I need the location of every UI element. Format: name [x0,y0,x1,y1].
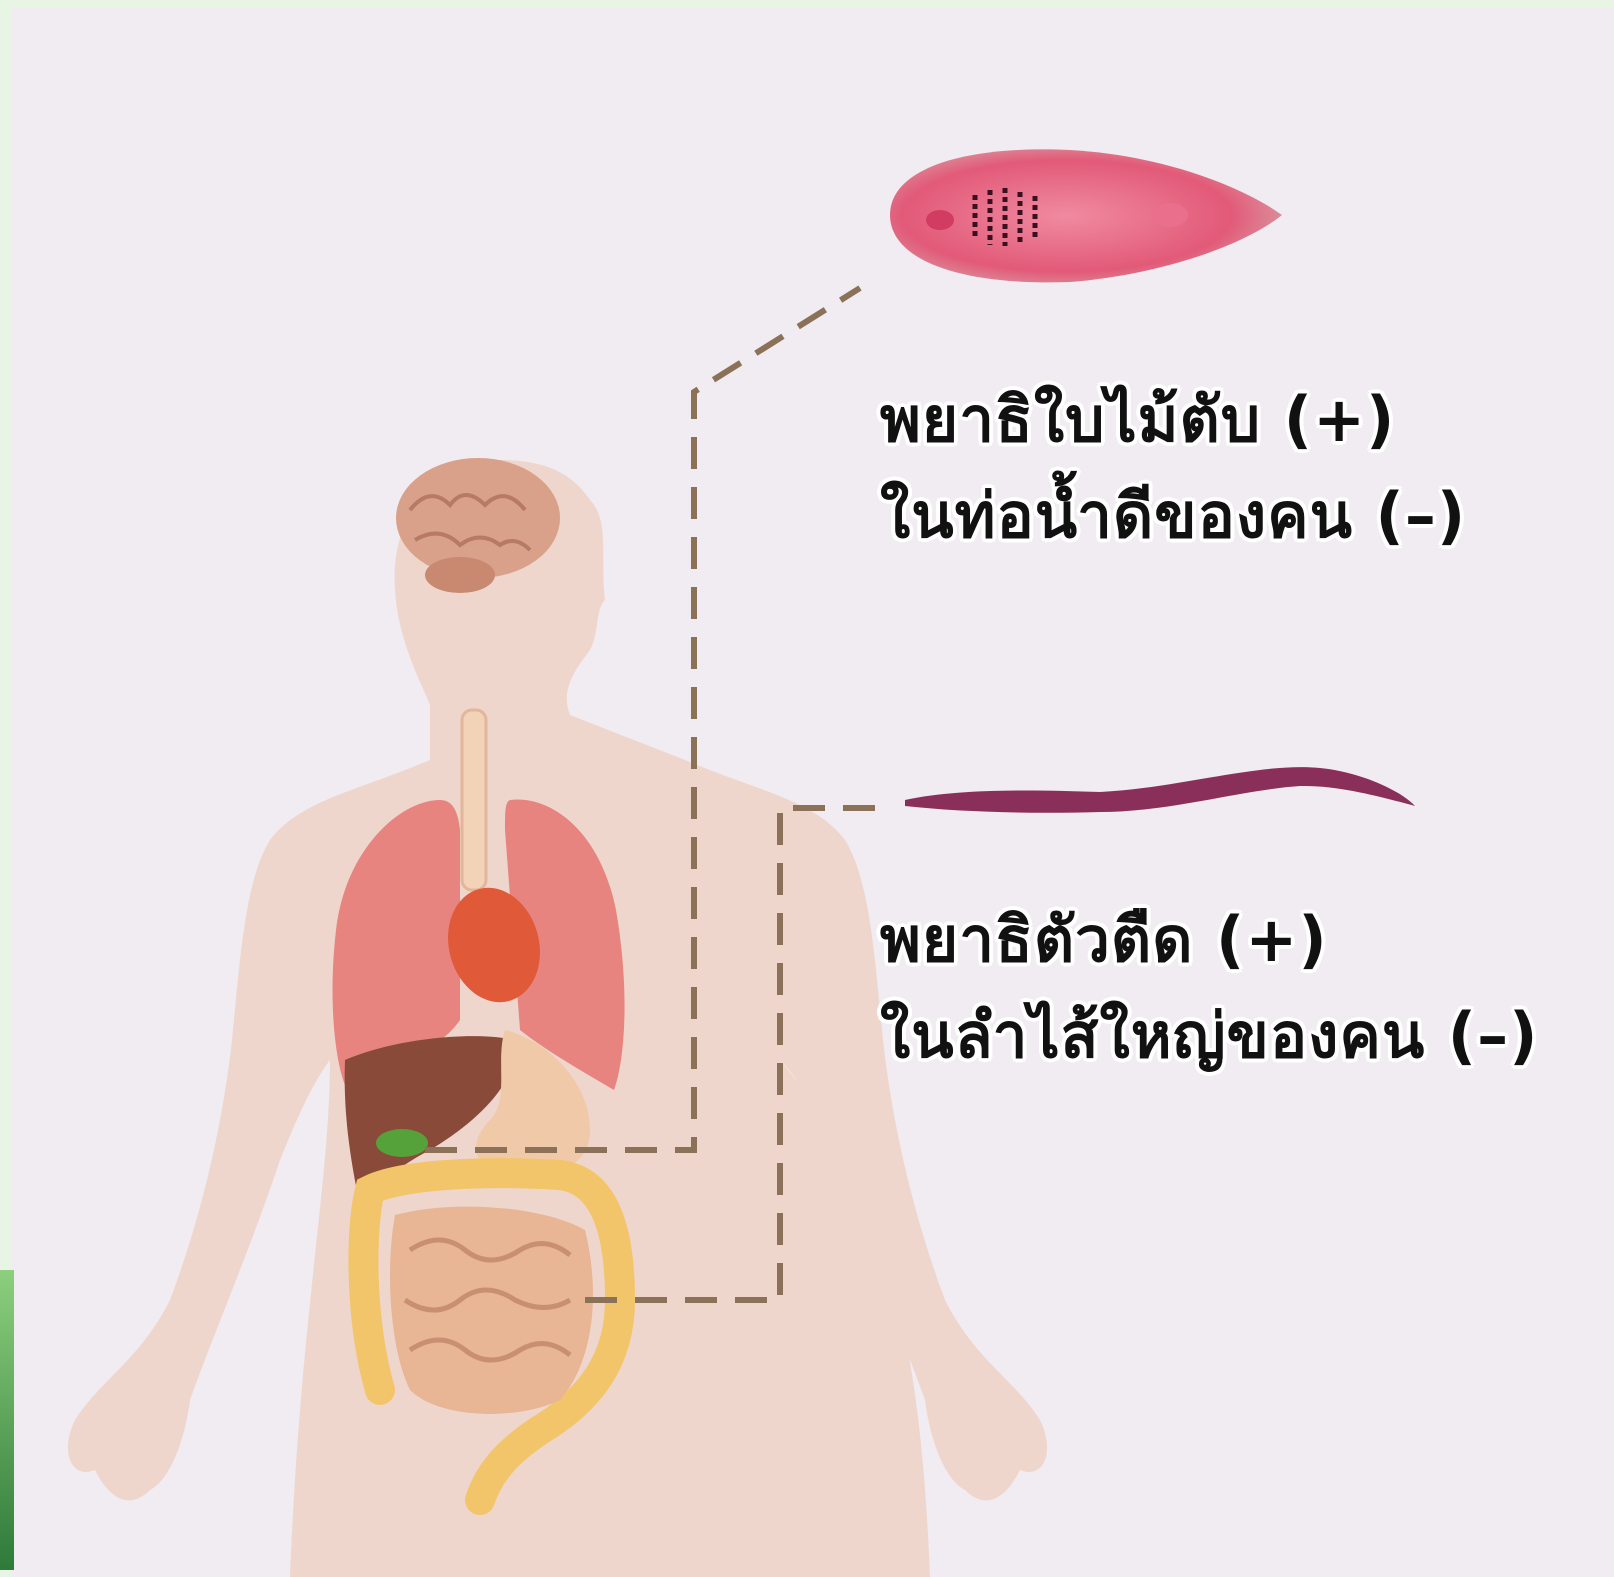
gallbladder-icon [376,1129,428,1157]
annotation-fluke: พยาธิใบไม้ตับ (+) ในท่อน้ำดีของคน (–) [880,372,1466,564]
trachea-icon [462,710,486,890]
annotation-fluke-line2: ในท่อน้ำดีของคน (–) [880,468,1466,564]
annotation-whipworm: พยาธิตัวตืด (+) ในลำไส้ใหญ่ของคน (–) [880,892,1538,1084]
liver-fluke-icon [890,149,1282,282]
whipworm-icon [905,767,1415,813]
annotation-whipworm-line1: พยาธิตัวตืด (+) [880,892,1538,988]
annotation-whipworm-line2: ในลำไส้ใหญ่ของคน (–) [880,988,1538,1084]
annotation-fluke-line1: พยาธิใบไม้ตับ (+) [880,372,1466,468]
